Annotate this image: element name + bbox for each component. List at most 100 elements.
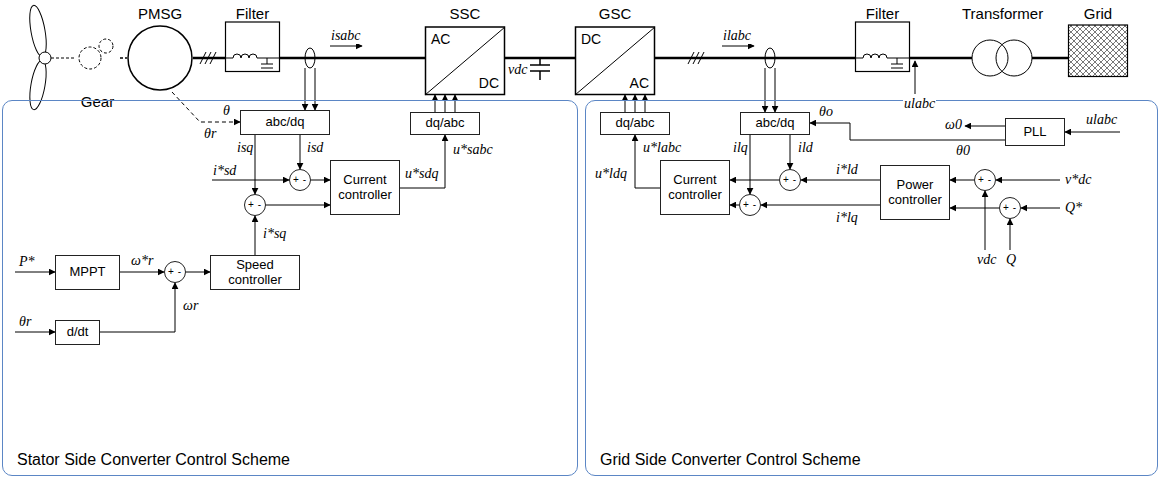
signal-label: i*lq <box>835 210 859 226</box>
transform-block: abc/dq <box>740 112 810 135</box>
signal-arrow <box>212 180 289 181</box>
node-text: Power controller <box>884 178 946 208</box>
signal-arrow <box>775 68 776 112</box>
power-line <box>280 57 425 60</box>
node-text: Grid Side Converter Control Scheme <box>600 451 861 469</box>
shape-outline <box>575 27 655 95</box>
node-text: Gear <box>71 93 124 110</box>
sign-symbol: + <box>168 265 174 279</box>
sign-symbol: - <box>753 198 756 212</box>
signal-label: ulabc <box>903 96 936 112</box>
shape-outline <box>855 22 910 72</box>
signal-label: ulabc <box>1085 112 1118 128</box>
sign-symbol: + <box>1003 201 1009 215</box>
signal-label: u*sdq <box>404 166 439 182</box>
sign-symbol: - <box>303 173 306 187</box>
signal-label: ω*r <box>130 253 154 269</box>
signal-line <box>311 180 330 181</box>
shaft <box>51 58 75 59</box>
converter-box: GSCDCAC <box>575 5 655 95</box>
controller-block: Current controller <box>330 160 400 215</box>
signal-line <box>255 216 256 255</box>
signal-label: Q* <box>1064 200 1083 216</box>
signal-label: ilq <box>732 140 749 156</box>
gear-symbol: Gear <box>75 30 120 110</box>
signal-arrow <box>1010 219 1011 250</box>
sign-symbol: + <box>293 173 299 187</box>
signal-line <box>120 272 164 273</box>
shape-outline <box>225 22 280 72</box>
signal-line <box>400 135 445 188</box>
signal-arrow <box>765 68 766 112</box>
signal-label: u*sabc <box>452 142 494 158</box>
transform-block: abc/dq <box>240 110 330 135</box>
signal-label: ilabc <box>722 28 752 44</box>
shape-outline <box>425 27 505 95</box>
signal-arrow <box>1021 208 1060 209</box>
sign-symbol: + <box>783 173 789 187</box>
wind-turbine <box>27 4 50 58</box>
node-text: Filter <box>855 5 910 22</box>
power-line <box>505 57 575 60</box>
pll-block: PLL <box>1005 118 1065 146</box>
filter-box: Filter <box>225 5 280 72</box>
wind-turbine <box>39 52 51 64</box>
sign-symbol: + <box>248 198 254 212</box>
signal-label: ild <box>797 140 814 156</box>
sign-symbol: + <box>978 173 984 187</box>
node-text: dq/abc <box>425 116 464 131</box>
signal-label: ω0 <box>944 117 963 133</box>
signal-label: θr <box>203 126 217 142</box>
signal-line <box>635 95 636 112</box>
signal-line <box>300 135 301 169</box>
signal-line <box>266 205 330 206</box>
signal-line <box>761 205 880 206</box>
summing-junction: +- <box>999 197 1021 219</box>
dc-link-capacitor <box>530 58 550 80</box>
power-line <box>1042 57 1068 60</box>
signal-arrow <box>15 332 55 333</box>
signal-label: θ0 <box>955 143 971 159</box>
signal-line <box>801 180 880 181</box>
filter-box: Filter <box>855 5 910 72</box>
node-text: DC <box>479 75 499 91</box>
node-text: dq/abc <box>615 116 654 131</box>
generator-circle: PMSG <box>127 5 193 92</box>
control-panel: Grid Side Converter Control Scheme dq/abc… <box>585 100 1158 476</box>
signal-arrow <box>965 126 1005 127</box>
signal-line <box>255 135 256 194</box>
signal-arrow <box>625 95 626 112</box>
signal-arrow <box>15 46 1120 332</box>
grid-box: Grid <box>1068 5 1128 77</box>
node-text: AC <box>431 31 450 47</box>
signal-arrow <box>455 95 456 112</box>
node-text: Stator Side Converter Control Scheme <box>17 451 290 469</box>
signal-label: isd <box>306 140 324 156</box>
mppt-block: MPPT <box>55 255 120 290</box>
signal-line <box>950 208 999 209</box>
node-text: PLL <box>1023 125 1046 140</box>
signal-label: u*labc <box>642 140 682 156</box>
summing-junction: +- <box>974 169 996 191</box>
shaft <box>51 58 75 59</box>
signal-label: vdc <box>507 62 528 78</box>
signal-label: ωr <box>182 298 199 314</box>
transform-block: dq/abc <box>600 112 670 135</box>
signal-arrow <box>330 46 362 47</box>
signal-label: isq <box>236 140 254 156</box>
signal-line <box>186 272 210 273</box>
wind-turbine <box>27 4 51 111</box>
signal-line <box>172 92 240 122</box>
power-line <box>910 57 962 60</box>
node-text: Grid <box>1068 5 1128 22</box>
signal-arrow <box>305 68 306 110</box>
signal-arrow <box>996 180 1060 181</box>
summing-junction: +- <box>244 194 266 216</box>
node-text: Current controller <box>334 173 396 203</box>
dc-link-capacitor <box>530 58 550 80</box>
sign-symbol: - <box>1013 201 1016 215</box>
summing-junction: +- <box>289 169 311 191</box>
shape-outline <box>962 40 1042 76</box>
sign-symbol: - <box>793 173 796 187</box>
